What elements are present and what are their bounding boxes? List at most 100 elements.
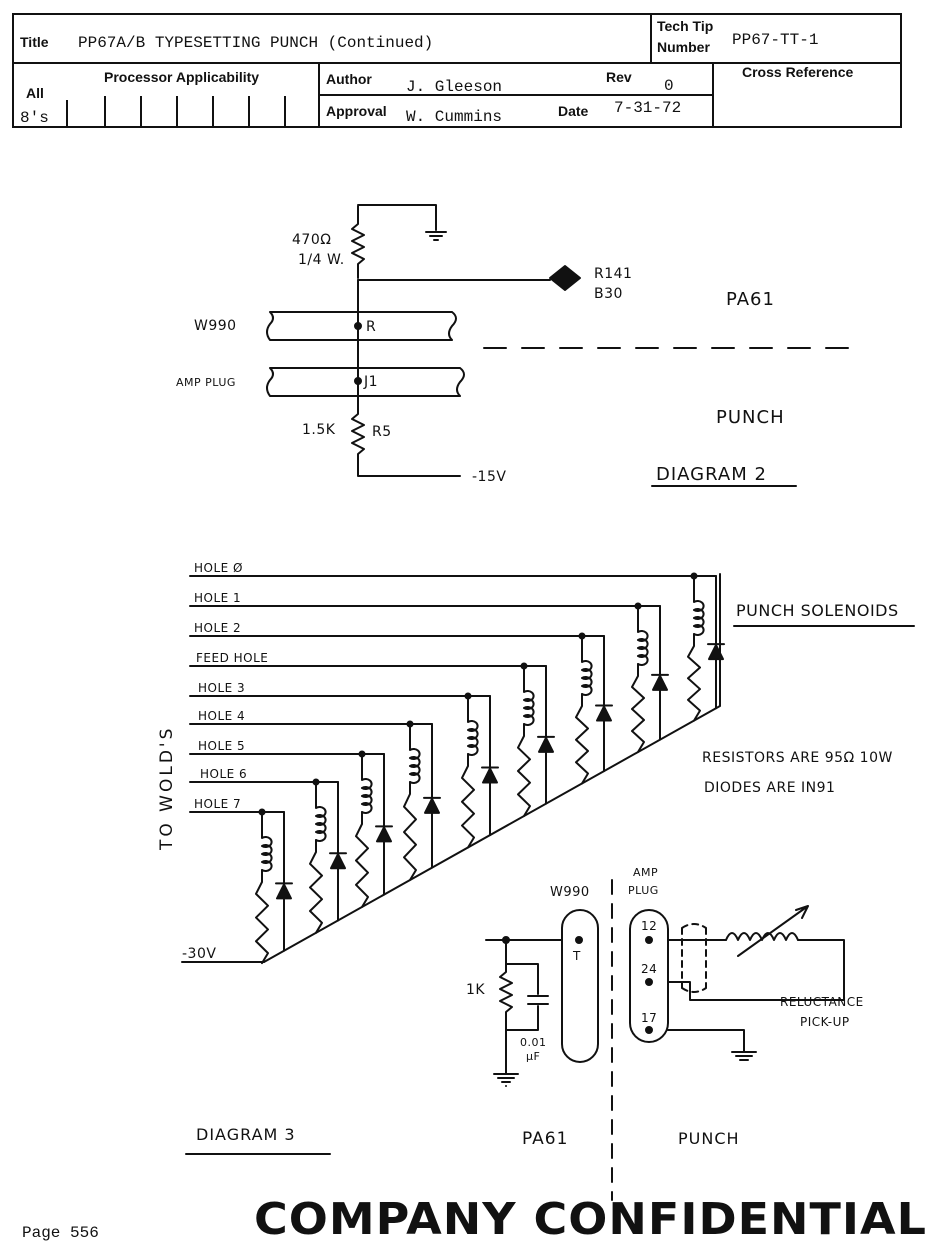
rev-label: Rev [606, 69, 632, 85]
diagram2-title: DIAGRAM 2 [656, 464, 767, 485]
reluctance-label-2: PICK-UP [800, 1015, 850, 1029]
solenoid-resistor [517, 723, 531, 818]
note-resistors: RESISTORS ARE 95Ω 10W [702, 750, 893, 766]
crossref-label: Cross Reference [742, 64, 854, 80]
techtip-label-1: Tech Tip [657, 18, 714, 34]
r141-label-1: R141 [594, 266, 632, 282]
rev-value: 0 [664, 77, 674, 95]
solenoid-resistor [575, 693, 589, 785]
page-number: Page 556 [22, 1224, 99, 1242]
title-value: PP67A/B TYPESETTING PUNCH (Continued) [78, 34, 434, 52]
diagram3-title: DIAGRAM 3 [196, 1125, 296, 1144]
approval-value: W. Cummins [406, 108, 503, 126]
solenoid-coil [467, 695, 479, 756]
diode-symbol [330, 853, 346, 870]
j1-label: J1 [363, 374, 378, 390]
date-value: 7-31-72 [614, 99, 682, 117]
title-label: Title [20, 34, 49, 50]
solenoid-resistor [355, 811, 369, 908]
diode-symbol [376, 826, 392, 843]
w990-pin-dot [575, 936, 583, 944]
hole-label: HOLE 1 [194, 591, 241, 605]
common-rail [263, 573, 721, 963]
solenoid-resistor [403, 781, 417, 882]
resistor-r5 [351, 409, 461, 477]
solenoid-coil [315, 781, 327, 842]
w990-cable [266, 311, 457, 341]
diode-symbol [596, 705, 612, 722]
amp-plug-cable [266, 367, 465, 397]
diode-symbol [652, 674, 668, 691]
techtip-value: PP67-TT-1 [732, 31, 819, 49]
neg30-label: -30V [182, 946, 216, 962]
pa61-label-d2: PA61 [726, 289, 775, 310]
w990-label-d2: W990 [194, 318, 237, 334]
j1-pin-dot [354, 377, 362, 385]
diagram-2: 470Ω 1/4 W. R141 B30 W990 R AMP PLUG J1 … [176, 204, 851, 487]
ground-symbol-right [731, 1051, 757, 1061]
r-pin-label: R [366, 319, 376, 335]
resistor-470 [351, 217, 365, 279]
ground-symbol-left [493, 1073, 519, 1087]
author-label: Author [326, 71, 372, 87]
diode-symbol [276, 883, 292, 900]
punch-label-d3: PUNCH [678, 1129, 740, 1148]
r1k-label: 1K [466, 982, 485, 998]
applicability-divider [140, 96, 142, 127]
applicability-label: Processor Applicability [104, 69, 260, 85]
applicability-divider [176, 96, 178, 127]
amp-plug-label-1: AMP [633, 866, 658, 879]
solenoid-coil [261, 811, 273, 872]
solenoid-coil [693, 575, 705, 636]
approval-label: Approval [326, 103, 387, 119]
solenoid-resistor [631, 663, 645, 754]
applicability-divider [66, 100, 68, 127]
solenoid-coil [523, 665, 535, 726]
solenoid-coil [409, 723, 421, 784]
eights-label: 8's [20, 109, 49, 127]
crossref-cell [712, 62, 902, 128]
hole-label: HOLE 3 [198, 681, 245, 695]
r5-label: R5 [372, 424, 392, 440]
to-wolds-label: TO WOLD'S [157, 726, 177, 851]
cap-label-1: 0.01 [520, 1036, 547, 1049]
pin17-ground-wire [667, 1029, 745, 1053]
confidential-stamp: COMPANY CONFIDENTIAL [254, 1193, 927, 1245]
ground-symbol [425, 231, 447, 241]
pin12-label: 12 [641, 919, 657, 933]
w990-pin-label: T [572, 949, 581, 963]
cap-label-2: µF [526, 1050, 540, 1063]
pa61-label-d3: PA61 [522, 1129, 568, 1149]
applicability-divider [284, 96, 286, 127]
w990-connector [561, 909, 599, 1063]
pin24-dot [645, 978, 653, 986]
pin12-dot [645, 936, 653, 944]
solenoid-resistor [461, 753, 475, 849]
r-top-label-2: 1/4 W. [298, 252, 345, 268]
r-pin-dot [354, 322, 362, 330]
r141-terminal [549, 265, 581, 291]
author-value: J. Gleeson [406, 78, 503, 96]
solenoid-coil [581, 635, 593, 696]
solenoid-coil [361, 753, 373, 814]
applicability-divider [212, 96, 214, 127]
diode-symbol [538, 736, 554, 753]
hole-label: HOLE 2 [194, 621, 241, 635]
diagram-3-static: -30V TO WOLD'S PUNCH SOLENOIDS RESISTORS… [157, 573, 915, 1201]
punch-label-d2: PUNCH [716, 407, 785, 428]
r141-label-2: B30 [594, 286, 623, 302]
all-label: All [26, 85, 44, 101]
pin17-dot [645, 1026, 653, 1034]
neg15-label: -15V [472, 469, 506, 485]
hole-label: HOLE 6 [200, 767, 247, 781]
capacitor-001 [527, 995, 549, 1005]
hole-label: FEED HOLE [196, 651, 268, 665]
pin24-label: 24 [641, 962, 657, 976]
solenoid-resistor [687, 633, 701, 722]
amp-plug-label-d2: AMP PLUG [176, 376, 236, 389]
hole-label: HOLE 5 [198, 739, 245, 753]
note-diodes: DIODES ARE IN91 [704, 780, 835, 796]
resistor-1k [499, 939, 539, 1031]
applicability-divider [248, 96, 250, 127]
